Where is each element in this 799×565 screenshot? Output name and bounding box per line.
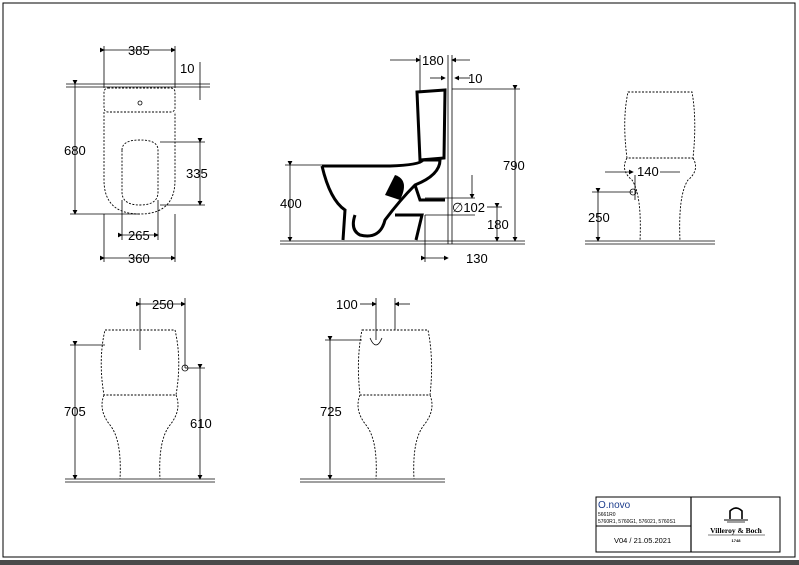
- villeroy-boch-logo: Villeroy & Boch 1748: [708, 507, 765, 543]
- dim-250-right: 250: [588, 210, 610, 225]
- dim-diameter-102: ∅102: [452, 200, 485, 215]
- dim-610: 610: [190, 416, 212, 431]
- dim-10-side: 10: [468, 71, 482, 86]
- brand-year: 1748: [732, 538, 742, 543]
- product-name: O.novo: [598, 500, 631, 511]
- dim-790: 790: [503, 158, 525, 173]
- dim-180-tank: 180: [422, 53, 444, 68]
- title-block: O.novo 5661R0 5760R1, 5760G1, 576021, 57…: [595, 496, 781, 553]
- dim-705: 705: [64, 404, 86, 419]
- dim-140: 140: [637, 164, 659, 179]
- top-view: 385 10 680 335 265 360: [64, 43, 210, 266]
- side-view: 180 10 790 400 ∅102 180 130: [280, 53, 525, 266]
- dim-680: 680: [64, 143, 86, 158]
- article-number: 5661R0: [598, 512, 616, 518]
- dim-130: 130: [466, 251, 488, 266]
- front-view-bottom-middle: 100 725: [300, 297, 445, 483]
- front-view-bottom-left: 250 705 610: [64, 297, 215, 483]
- dim-100: 100: [336, 297, 358, 312]
- dim-250-bottom-left: 250: [152, 297, 174, 312]
- dim-265: 265: [128, 228, 150, 243]
- sheet-border: [2, 2, 796, 558]
- variant-numbers: 5760R1, 5760G1, 576021, 5760S1: [598, 519, 676, 525]
- front-view-right: 140 250: [585, 91, 715, 245]
- dim-335: 335: [186, 166, 208, 181]
- dim-400: 400: [280, 196, 302, 211]
- dim-385: 385: [128, 43, 150, 58]
- dim-725: 725: [320, 404, 342, 419]
- dim-360: 360: [128, 251, 150, 266]
- dim-180-outlet: 180: [487, 217, 509, 232]
- brand-logo-text: Villeroy & Boch: [710, 526, 762, 535]
- dim-10-top: 10: [180, 61, 194, 76]
- version-date: V04 / 21.05.2021: [614, 536, 671, 545]
